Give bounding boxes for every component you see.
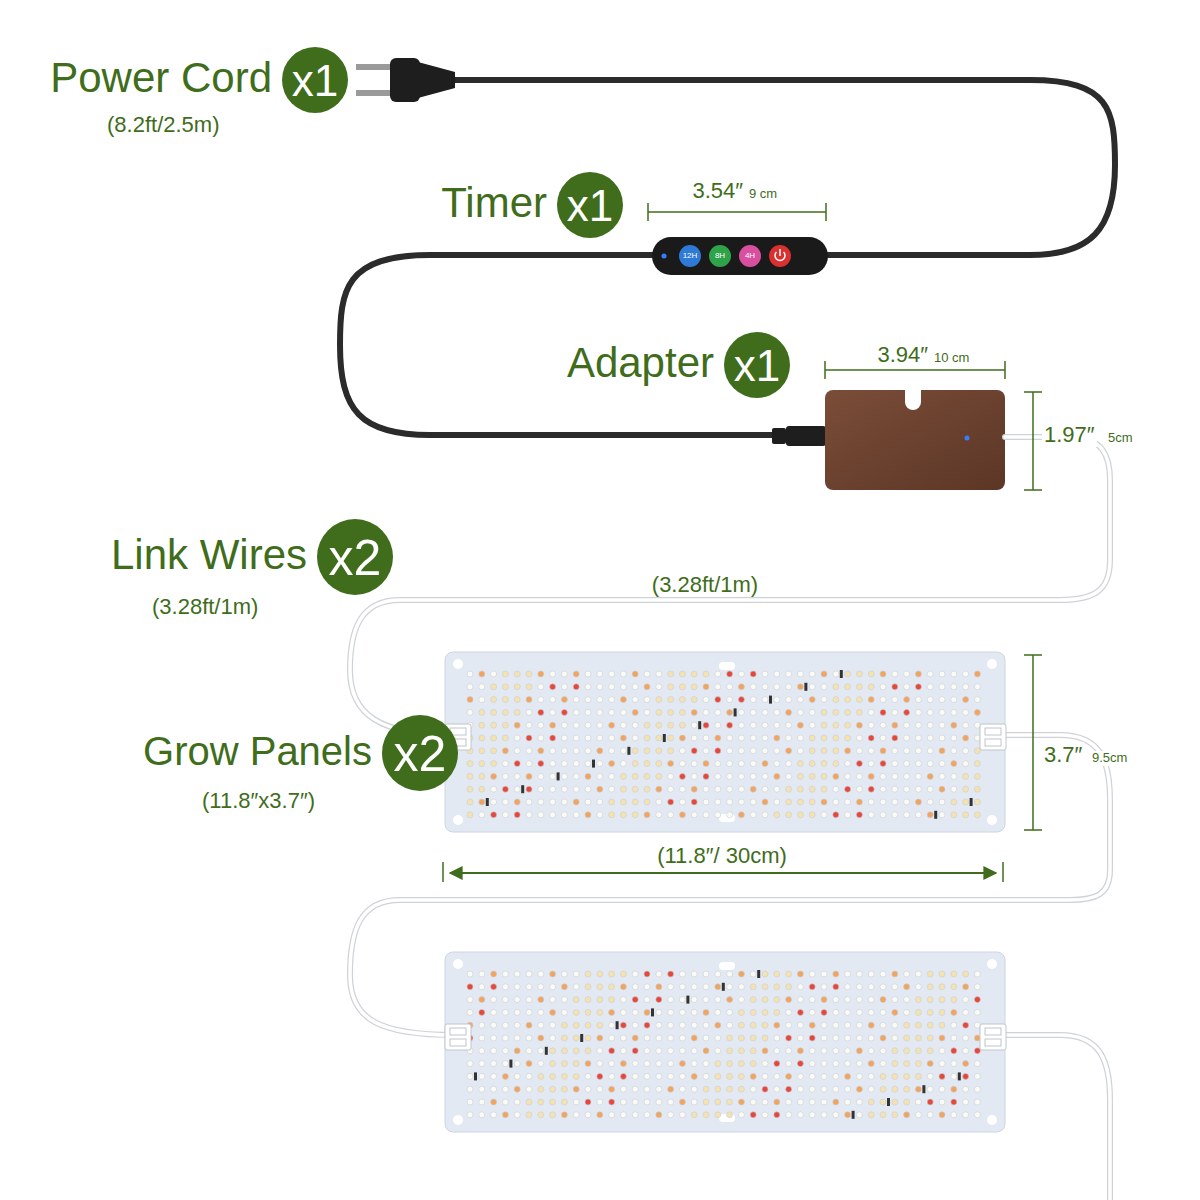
power-cord <box>455 80 1115 255</box>
quantity-text: x2 <box>317 519 393 583</box>
dimension-line <box>443 203 1042 882</box>
count-badge: x1 <box>557 172 623 238</box>
part-name: Timer <box>439 179 549 227</box>
button-label: 8H <box>715 251 725 260</box>
timer-switch <box>652 237 828 275</box>
dimension: 1.97″ <box>1042 422 1097 447</box>
button-label: 4H <box>745 251 755 260</box>
power-adapter <box>772 390 1005 490</box>
wire-length: (3.28ft/1m) <box>150 594 260 619</box>
count-badge: x2 <box>317 519 393 595</box>
led-panel <box>445 652 1006 832</box>
dimension-unit: 5cm <box>1106 431 1135 446</box>
quantity-text: x1 <box>557 172 623 228</box>
part-name: Power Cord <box>48 54 274 102</box>
wire-length: (3.28ft/1m) <box>650 572 760 597</box>
count-badge: x2 <box>382 715 458 791</box>
dimension: 3.7″ <box>1042 742 1084 767</box>
plug <box>356 58 455 102</box>
quantity-text: x1 <box>724 332 790 388</box>
led-panel <box>445 952 1006 1132</box>
dimension-unit: 9 cm <box>747 187 779 202</box>
power-cord <box>340 255 780 435</box>
quantity-text: x2 <box>382 715 458 779</box>
count-badge: x1 <box>282 47 348 113</box>
part-name: Adapter <box>565 339 716 387</box>
count-badge: x1 <box>724 332 790 398</box>
dimension-unit: 10 cm <box>932 351 971 366</box>
panel-size: (11.8″x3.7″) <box>200 788 317 813</box>
dimension: 3.54″ <box>690 178 745 203</box>
dimension: (11.8″/ 30cm) <box>655 843 789 868</box>
dimension: 3.94″ <box>875 342 930 367</box>
grow-panels <box>445 652 1006 1132</box>
part-name: Grow Panels <box>141 728 374 774</box>
link-wire <box>350 437 1110 1200</box>
cord-length: (8.2ft/2.5m) <box>105 112 221 137</box>
quantity-text: x1 <box>282 47 348 103</box>
button-label: 12H <box>683 251 698 260</box>
part-name: Link Wires <box>109 531 309 579</box>
dimension-unit: 9.5cm <box>1090 751 1129 766</box>
